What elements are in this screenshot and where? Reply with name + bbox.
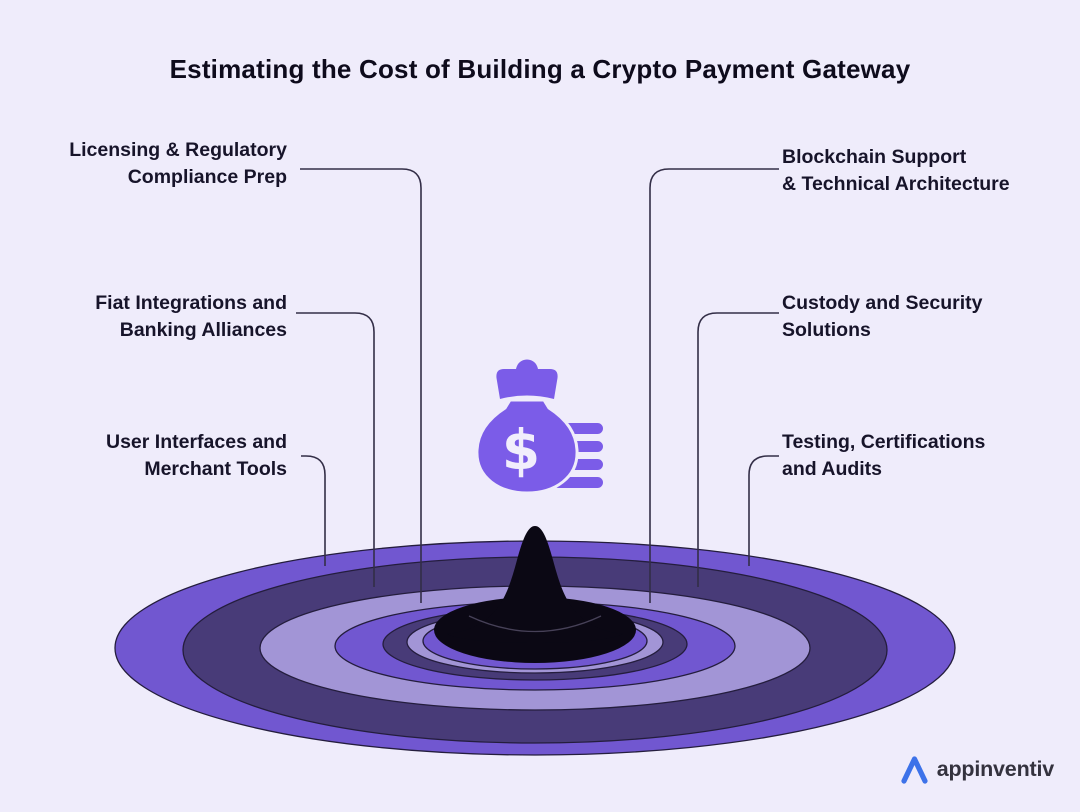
callout-line: Blockchain Support — [782, 146, 967, 168]
appinventiv-logo-icon — [901, 756, 928, 784]
connector-testing-line — [748, 455, 779, 566]
callout-line: Compliance Prep — [127, 166, 287, 188]
splash-rim-highlight — [468, 615, 602, 633]
callout-line: and Audits — [782, 458, 883, 480]
connector-custody-line — [697, 312, 779, 587]
connector-licensing-line — [300, 168, 422, 603]
callout-licensing-regulatory: Licensing & Regulatory Compliance Prep — [69, 137, 287, 191]
connector-blockchain-line — [649, 168, 779, 603]
page-title: Estimating the Cost of Building a Crypto… — [169, 54, 911, 84]
callout-line: Merchant Tools — [144, 458, 287, 480]
callout-line: Banking Alliances — [119, 319, 287, 341]
splash-spike — [447, 526, 623, 643]
brand-logo: appinventiv — [900, 752, 1054, 786]
dollar-sign: $ — [502, 418, 540, 482]
callout-fiat-integrations: Fiat Integrations and Banking Alliances — [95, 290, 287, 344]
callout-line: Custody and Security — [782, 292, 983, 314]
callout-custody-security: Custody and Security Solutions — [782, 290, 982, 344]
money-bag-icon: $ — [475, 359, 607, 495]
callout-blockchain-support: Blockchain Support & Technical Architect… — [782, 144, 1010, 198]
callout-testing-audits: Testing, Certifications and Audits — [782, 429, 985, 483]
callout-line: User Interfaces and — [106, 431, 287, 453]
money-bag-body — [475, 398, 579, 495]
callout-line: Solutions — [782, 319, 871, 341]
connector-fiat-line — [296, 312, 375, 587]
callout-line: & Technical Architecture — [782, 173, 1010, 195]
callout-line: Testing, Certifications — [782, 431, 986, 453]
callout-line: Fiat Integrations and — [95, 292, 287, 314]
connector-lines — [296, 168, 779, 603]
callout-line: Licensing & Regulatory — [69, 139, 287, 161]
money-bag-tie — [496, 359, 558, 399]
callout-user-interfaces: User Interfaces and Merchant Tools — [106, 429, 287, 483]
brand-logo-text: appinventiv — [936, 756, 1054, 781]
connector-ui-line — [301, 455, 326, 566]
